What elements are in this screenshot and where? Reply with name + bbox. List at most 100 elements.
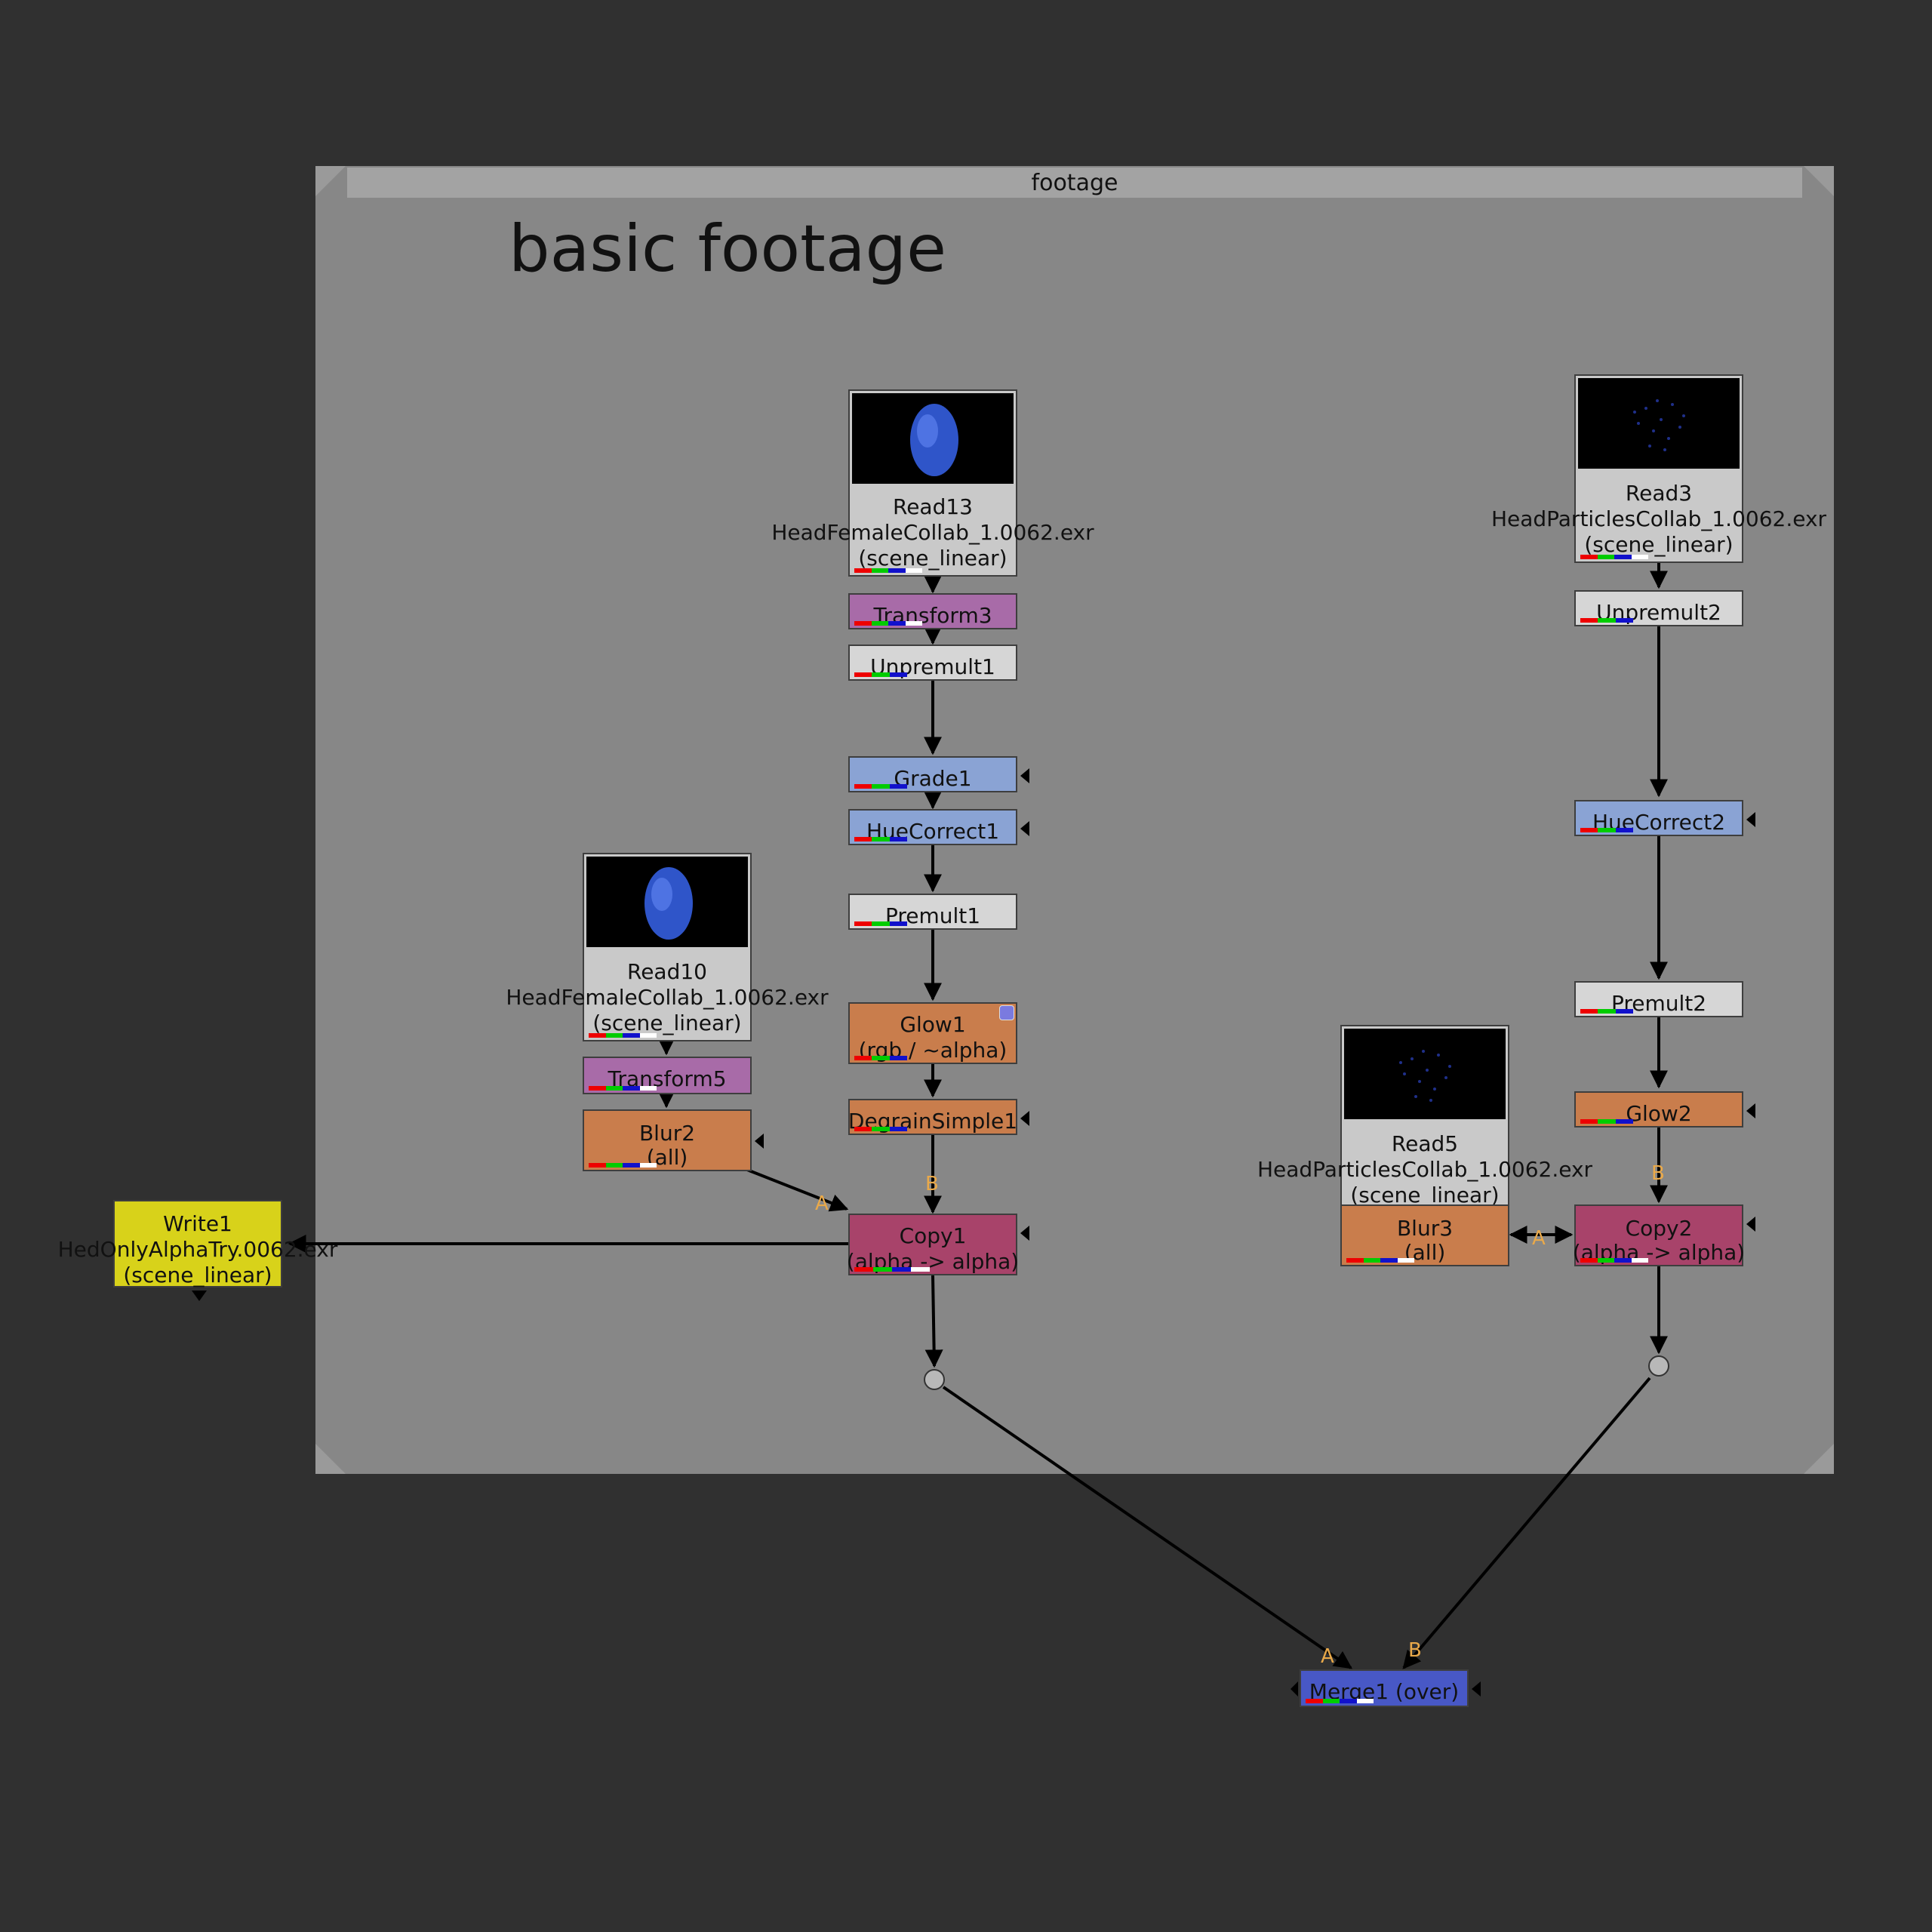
node-premult2[interactable]: Premult2 [1574, 981, 1743, 1017]
node-premult1[interactable]: Premult1 [848, 894, 1017, 930]
particles-preview-icon [1399, 1050, 1451, 1102]
huecorrect2-name: HueCorrect2 [1592, 810, 1726, 835]
mask-input-arrow[interactable] [1746, 812, 1755, 827]
dot-node-1[interactable] [924, 1369, 945, 1390]
channel-indicator [1580, 828, 1633, 832]
extra-input-arrow[interactable] [1291, 1681, 1298, 1697]
mask-input-arrow[interactable] [1020, 768, 1029, 783]
backdrop-heading: basic footage [509, 211, 947, 287]
node-read13[interactable]: Read13 HeadFemaleCollab_1.0062.exr (scen… [771, 389, 1094, 577]
channel-indicator [1346, 1258, 1414, 1263]
read5-colorspace: (scene_linear) [1350, 1183, 1500, 1208]
read13-name: Read13 [893, 494, 973, 519]
merge1-name: Merge1 (over) [1309, 1679, 1460, 1704]
node-huecorrect1[interactable]: HueCorrect1 [848, 809, 1029, 845]
node-blur3[interactable]: Blur3 (all) [1340, 1204, 1509, 1266]
read3-thumbnail [1578, 378, 1740, 469]
unpremult2-name: Unpremult2 [1596, 600, 1721, 625]
node-unpremult1[interactable]: Unpremult1 [848, 645, 1017, 681]
node-merge1[interactable]: Merge1 (over) [1291, 1669, 1481, 1707]
huecorrect1-name: HueCorrect1 [866, 819, 1000, 844]
wire-copy1-dot1 [924, 1275, 943, 1368]
node-read10[interactable]: Read10 HeadFemaleCollab_1.0062.exr (scen… [506, 853, 829, 1041]
node-glow2[interactable]: Glow2 [1574, 1091, 1755, 1128]
mask-input-arrow[interactable] [1020, 1226, 1029, 1241]
node-copy1[interactable]: Copy1 (alpha -> alpha) [847, 1214, 1029, 1275]
channel-indicator [854, 621, 922, 626]
copy1-op: (alpha -> alpha) [846, 1249, 1020, 1274]
write1-file: HedOnlyAlphaTry.0062.exr [57, 1237, 338, 1262]
channel-indicator [854, 1056, 907, 1060]
read10-file: HeadFemaleCollab_1.0062.exr [506, 985, 829, 1010]
channel-indicator [589, 1163, 657, 1168]
channel-indicator [854, 1267, 930, 1272]
copy1-name: Copy1 [899, 1223, 967, 1248]
node-transform3[interactable]: Transform3 [848, 593, 1017, 629]
copy1-pin-a: A [815, 1192, 829, 1215]
dot-node-2[interactable] [1648, 1355, 1669, 1377]
copy2-pin-b: B [1651, 1162, 1665, 1185]
node-grade1[interactable]: Grade1 [848, 756, 1029, 792]
mask-enabled-icon [999, 1005, 1014, 1020]
head-preview-icon [645, 867, 693, 940]
merge1-pin-b: B [1408, 1639, 1422, 1662]
glow1-channels: (rgb / ~alpha) [858, 1038, 1008, 1063]
read3-name: Read3 [1625, 481, 1693, 506]
backdrop-title: footage [347, 168, 1802, 198]
read5-name: Read5 [1391, 1131, 1459, 1156]
node-blur2[interactable]: Blur2 (all) [583, 1109, 764, 1171]
read10-colorspace: (scene_linear) [592, 1011, 742, 1035]
read5-file: HeadParticlesCollab_1.0062.exr [1257, 1157, 1593, 1182]
premult1-name: Premult1 [884, 903, 981, 928]
channel-indicator [854, 837, 907, 841]
read13-file: HeadFemaleCollab_1.0062.exr [771, 520, 1094, 545]
node-unpremult2[interactable]: Unpremult2 [1574, 590, 1743, 626]
blur3-channels: (all) [1404, 1240, 1446, 1265]
node-copy2[interactable]: Copy2 (alpha -> alpha) [1573, 1204, 1755, 1266]
transform5-name: Transform5 [608, 1066, 727, 1091]
glow2-name: Glow2 [1626, 1101, 1692, 1126]
channel-indicator [1580, 1119, 1633, 1124]
channel-indicator [1580, 1009, 1633, 1014]
write1-name: Write1 [163, 1211, 232, 1236]
mask-input-arrow[interactable] [1746, 1103, 1755, 1118]
blur3-name: Blur3 [1396, 1216, 1454, 1241]
channel-indicator [854, 921, 907, 926]
read10-name: Read10 [627, 959, 707, 984]
premult2-name: Premult2 [1611, 991, 1707, 1016]
read5-thumbnail [1344, 1029, 1506, 1119]
mask-input-arrow[interactable] [1472, 1681, 1481, 1697]
channel-indicator [854, 568, 922, 573]
node-degrainsimple1[interactable]: DegrainSimple1 [848, 1099, 1029, 1135]
particles-preview-icon [1633, 399, 1685, 451]
node-huecorrect2[interactable]: HueCorrect2 [1574, 800, 1755, 836]
channel-indicator [1306, 1699, 1374, 1703]
channel-indicator [1580, 555, 1648, 559]
read3-colorspace: (scene_linear) [1584, 532, 1734, 557]
mask-input-arrow[interactable] [1020, 821, 1029, 836]
channel-indicator [854, 784, 907, 789]
blur2-name: Blur2 [638, 1121, 696, 1146]
mask-input-arrow[interactable] [755, 1134, 764, 1149]
read13-colorspace: (scene_linear) [858, 546, 1008, 571]
mask-input-arrow[interactable] [1746, 1217, 1755, 1232]
node-glow1[interactable]: Glow1 (rgb / ~alpha) [848, 1002, 1017, 1064]
read10-thumbnail [586, 857, 748, 947]
blur2-channels: (all) [646, 1145, 688, 1170]
output-arrow[interactable] [192, 1291, 207, 1301]
wire-blur2-copy1-a [746, 1168, 849, 1212]
copy2-name: Copy2 [1625, 1216, 1693, 1241]
read13-thumbnail [852, 393, 1014, 484]
channel-indicator [589, 1086, 657, 1091]
transform3-name: Transform3 [873, 603, 992, 628]
node-read5[interactable]: Read5 HeadParticlesCollab_1.0062.exr (sc… [1257, 1025, 1592, 1208]
wire-dot1-merge1-a [942, 1386, 1352, 1669]
node-read3[interactable]: Read3 HeadParticlesCollab_1.0062.exr (sc… [1491, 374, 1826, 563]
mask-input-arrow[interactable] [1020, 1111, 1029, 1126]
node-write1[interactable]: Write1 HedOnlyAlphaTry.0062.exr (scene_l… [58, 1200, 337, 1301]
channel-indicator [854, 672, 907, 677]
node-transform5[interactable]: Transform5 [583, 1057, 752, 1094]
grade1-name: Grade1 [894, 766, 972, 791]
write1-colorspace: (scene_linear) [123, 1263, 272, 1287]
channel-indicator [1580, 618, 1633, 623]
